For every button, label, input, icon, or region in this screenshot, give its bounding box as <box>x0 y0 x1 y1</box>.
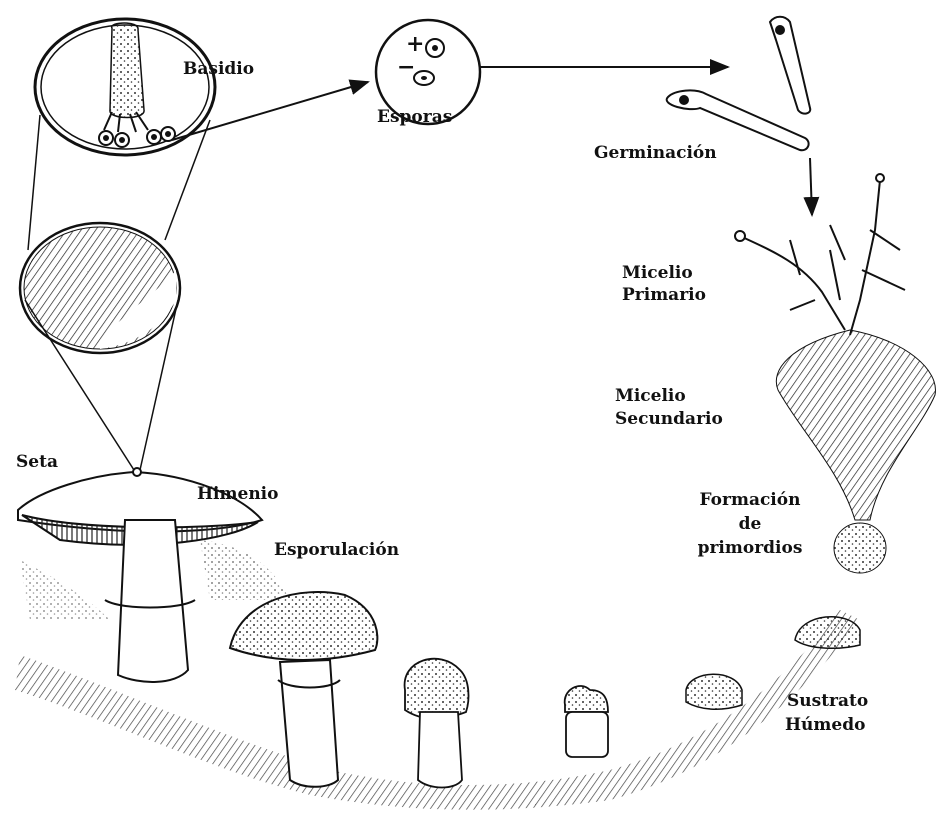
spore-plus-sign: + <box>406 34 424 54</box>
button-mushroom-illustration <box>565 686 608 757</box>
primary-mycelium-illustration <box>735 174 905 335</box>
spore-minus-sign: − <box>397 57 415 77</box>
young-mushroom-illustration <box>405 659 469 788</box>
secondary-mycelium-illustration <box>776 330 935 573</box>
label-formacion-line2: de <box>670 514 830 534</box>
label-himenio: Himenio <box>197 484 278 504</box>
label-seta: Seta <box>16 452 58 472</box>
label-sustrato-line2: Húmedo <box>785 715 865 735</box>
arrow-to-mycelium <box>810 158 812 215</box>
label-formacion-line1: Formación <box>670 490 830 510</box>
label-micelio-secundario-line1: Micelio <box>615 386 686 406</box>
label-micelio-primario-line1: Micelio <box>622 263 693 283</box>
label-sustrato-line1: Sustrato <box>787 691 868 711</box>
label-esporas: Esporas <box>377 107 452 127</box>
label-micelio-primario-line2: Primario <box>622 285 706 305</box>
label-germinacion: Germinación <box>594 143 717 163</box>
label-micelio-secundario-line2: Secundario <box>615 409 723 429</box>
germination-illustration <box>667 17 811 151</box>
gill-tissue-illustration <box>20 223 180 353</box>
label-basidio: Basidio <box>183 59 254 79</box>
label-formacion-line3: primordios <box>670 538 830 558</box>
label-esporulacion: Esporulación <box>274 540 399 560</box>
